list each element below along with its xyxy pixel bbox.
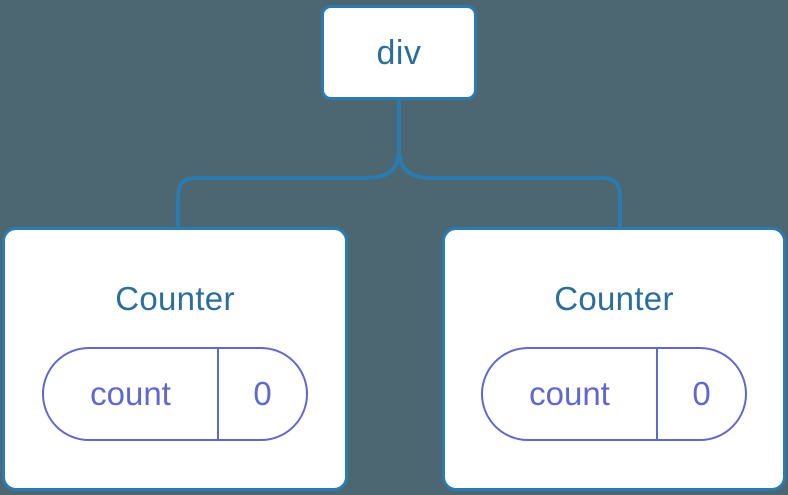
node-counter-1[interactable]: Counter count 0 xyxy=(442,227,786,491)
state-value-counter-0: 0 xyxy=(253,375,272,412)
node-counter-0-title: Counter xyxy=(115,280,235,317)
state-pill-counter-0[interactable]: count 0 xyxy=(42,347,308,441)
node-counter-0[interactable]: Counter count 0 xyxy=(2,227,348,491)
node-counter-1-title: Counter xyxy=(554,280,674,317)
state-pill-counter-1[interactable]: count 0 xyxy=(481,347,747,441)
node-root-label: div xyxy=(376,33,422,72)
edge-to-child-0 xyxy=(176,148,401,229)
edge-to-child-1 xyxy=(397,148,622,229)
state-key-counter-0: count xyxy=(44,349,219,439)
node-root-div[interactable]: div xyxy=(321,5,477,100)
state-value-counter-1: 0 xyxy=(692,375,711,412)
state-key-counter-1: count xyxy=(483,349,658,439)
